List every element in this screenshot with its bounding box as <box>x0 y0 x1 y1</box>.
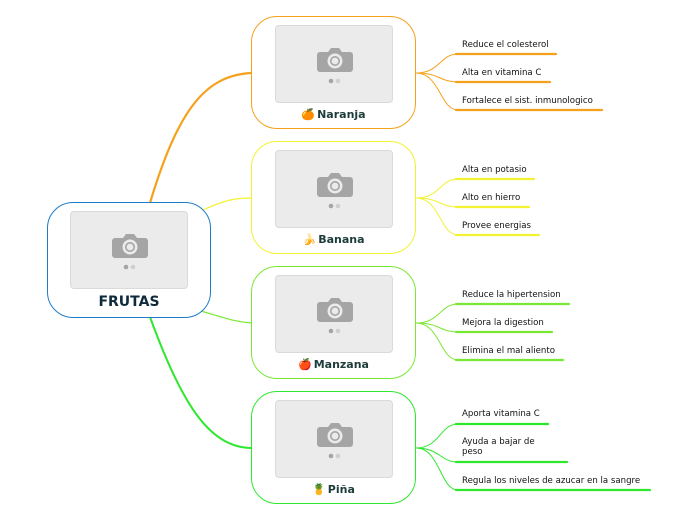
connector-leaf-2-0 <box>415 303 459 324</box>
fruit-title: 🍊Naranja <box>252 108 415 121</box>
carousel-dots <box>328 328 341 334</box>
connector-leaf-1-0 <box>415 178 459 199</box>
leaf-topic[interactable]: Alta en potasio <box>462 165 527 175</box>
image-placeholder <box>275 150 393 228</box>
root-title: FRUTAS <box>98 294 160 310</box>
fruit-title: 🍌Banana <box>252 233 415 246</box>
leaf-topic[interactable]: Reduce el colesterol <box>462 40 549 50</box>
root-node[interactable]: FRUTAS <box>47 202 211 318</box>
connector-leaf-2-2 <box>415 322 459 361</box>
leaf-topic[interactable]: Mejora la digestion <box>462 318 544 328</box>
image-placeholder <box>275 400 393 478</box>
banana-icon: 🍌 <box>302 233 317 246</box>
leaf-topic[interactable]: Ayuda a bajar de peso <box>462 437 535 457</box>
connector-leaf-3-1 <box>415 447 459 463</box>
fruit-node-manzana[interactable]: 🍎Manzana <box>251 266 416 379</box>
fruit-title: 🍍Piña <box>252 483 415 496</box>
leaf-topic[interactable]: Regula los niveles de azucar en la sangr… <box>462 476 641 486</box>
leaf-topic[interactable]: Fortalece el sist. inmunologico <box>462 96 593 106</box>
connector-leaf-0-2 <box>415 72 459 111</box>
orange-icon: 🍊 <box>301 108 316 121</box>
fruit-node-pina[interactable]: 🍍Piña <box>251 391 416 504</box>
leaf-topic[interactable]: Alta en vitamina C <box>462 68 542 78</box>
pineapple-icon: 🍍 <box>312 483 326 496</box>
camera-icon <box>112 234 148 258</box>
connector-leaf-0-0 <box>415 53 459 74</box>
camera-icon <box>317 48 353 72</box>
connector-root-pina <box>149 316 253 449</box>
leaf-topic[interactable]: Reduce la hipertension <box>462 290 561 300</box>
leaf-topic[interactable]: Provee energias <box>462 221 532 231</box>
carousel-dots <box>328 453 341 459</box>
camera-icon <box>317 423 353 447</box>
connector-root-naranja <box>148 71 254 205</box>
apple-icon: 🍎 <box>298 358 312 371</box>
fruit-node-naranja[interactable]: 🍊Naranja <box>251 16 416 129</box>
camera-icon <box>317 298 353 322</box>
fruit-label-manzana: Manzana <box>313 358 369 371</box>
connector-leaf-1-2 <box>415 197 459 236</box>
carousel-dots <box>328 78 341 84</box>
image-placeholder <box>275 25 393 103</box>
carousel-dots <box>123 264 136 270</box>
leaf-topic[interactable]: Alto en hierro <box>462 193 521 203</box>
image-placeholder <box>70 211 188 289</box>
connector-leaf-3-0 <box>415 423 459 449</box>
leaf-topic[interactable]: Aporta vitamina C <box>462 409 540 419</box>
image-placeholder <box>275 275 393 353</box>
camera-icon <box>317 173 353 197</box>
fruit-title: 🍎Manzana <box>252 358 415 371</box>
connector-root-banana <box>202 197 253 211</box>
fruit-node-banana[interactable]: 🍌Banana <box>251 141 416 254</box>
fruit-label-pina: Piña <box>327 483 355 496</box>
fruit-label-naranja: Naranja <box>317 108 366 121</box>
connector-leaf-3-2 <box>415 447 459 491</box>
leaf-topic[interactable]: Elimina el mal aliento <box>462 346 555 356</box>
connector-root-manzana <box>200 310 253 324</box>
fruit-label-banana: Banana <box>318 233 365 246</box>
carousel-dots <box>328 203 341 209</box>
